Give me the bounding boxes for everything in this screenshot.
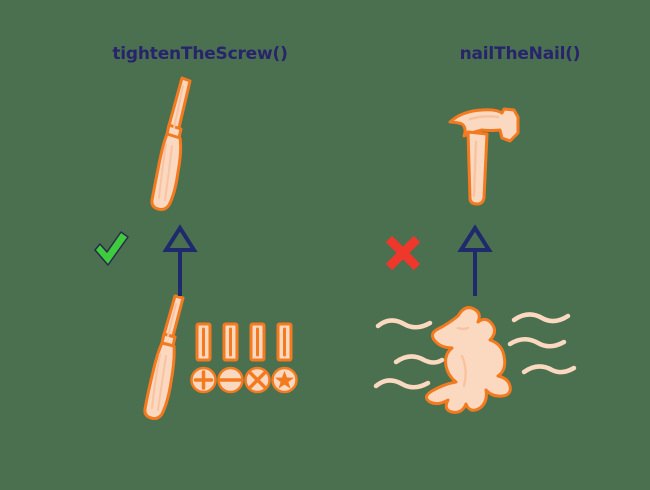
motion-squiggles-left: [373, 310, 445, 402]
screw-head-star: [271, 366, 298, 394]
screw-head-minus: [217, 366, 244, 394]
screwdriver-icon-bottom: [128, 288, 208, 423]
screwdriver-icon-top: [138, 72, 218, 217]
cross-icon: [382, 232, 424, 274]
up-arrow-right: [455, 224, 495, 296]
screw-heads: [190, 366, 298, 394]
hammer-icon-top: [440, 100, 540, 215]
screw-head-cross: [244, 366, 271, 394]
column-title-left: tightenTheScrew(): [112, 44, 288, 64]
screws-group: [190, 322, 302, 400]
check-icon: [88, 226, 134, 272]
screw-shafts: [195, 322, 293, 362]
melted-hammer-icon: [412, 298, 542, 423]
column-title-right: nailTheNail(): [459, 44, 581, 64]
motion-squiggles-right: [506, 304, 581, 386]
up-arrow-left: [160, 224, 200, 296]
screw-head-plus: [190, 366, 217, 394]
